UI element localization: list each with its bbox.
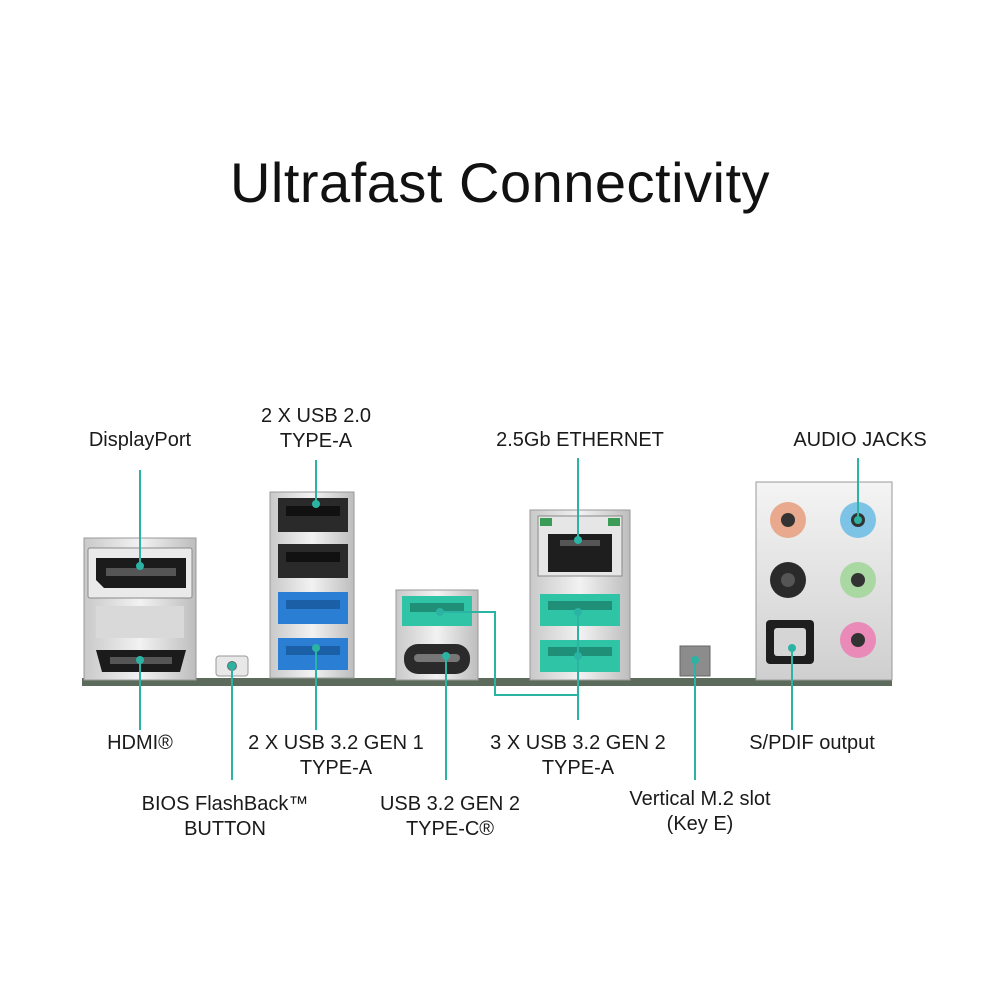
page-title: Ultrafast Connectivity bbox=[229, 151, 771, 214]
label-audio-jacks: AUDIO JACKS bbox=[793, 429, 927, 451]
label-vertical-m2: Vertical M.2 slot (Key E) bbox=[600, 787, 800, 837]
label-usb-typec: USB 3.2 GEN 2 TYPE-C® bbox=[360, 792, 540, 842]
audio-jacks-block bbox=[755, 481, 893, 681]
label-bios-flashback-line2: BUTTON bbox=[184, 818, 266, 840]
label-bios-flashback-line1: BIOS FlashBack™ bbox=[141, 793, 309, 815]
label-usb32-gen2-typea-line2: TYPE-A bbox=[541, 757, 615, 779]
label-vertical-m2-line2: (Key E) bbox=[666, 813, 734, 835]
callout-lines bbox=[136, 458, 862, 780]
label-usb32-gen1-line2: TYPE-A bbox=[299, 757, 373, 779]
label-usb32-gen2-typea: 3 X USB 3.2 GEN 2 TYPE-A bbox=[468, 731, 688, 781]
label-bios-flashback: BIOS FlashBack™ BUTTON bbox=[120, 792, 330, 842]
label-displayport: DisplayPort bbox=[88, 429, 192, 451]
usb-stack-left bbox=[269, 491, 355, 679]
label-usb-typec-line1: USB 3.2 GEN 2 bbox=[379, 793, 521, 815]
label-hdmi: HDMI® bbox=[107, 732, 173, 754]
label-spdif: S/PDIF output bbox=[749, 732, 875, 754]
label-ethernet: 2.5Gb ETHERNET bbox=[496, 429, 664, 451]
label-usb32-gen1-line1: 2 X USB 3.2 GEN 1 bbox=[248, 732, 424, 754]
label-vertical-m2-line1: Vertical M.2 slot bbox=[629, 788, 771, 810]
pcb-baseline bbox=[82, 678, 892, 686]
usb-typec-stack bbox=[395, 589, 479, 681]
label-usb20: 2 X USB 2.0 TYPE-A bbox=[236, 404, 396, 454]
label-usb20-line1: 2 X USB 2.0 bbox=[260, 405, 372, 427]
label-usb32-gen2-typea-line1: 3 X USB 3.2 GEN 2 bbox=[490, 732, 666, 754]
label-usb20-line2: TYPE-A bbox=[279, 430, 353, 452]
label-usb-typec-line2: TYPE-C® bbox=[405, 818, 495, 840]
label-usb32-gen1: 2 X USB 3.2 GEN 1 TYPE-A bbox=[226, 731, 446, 781]
